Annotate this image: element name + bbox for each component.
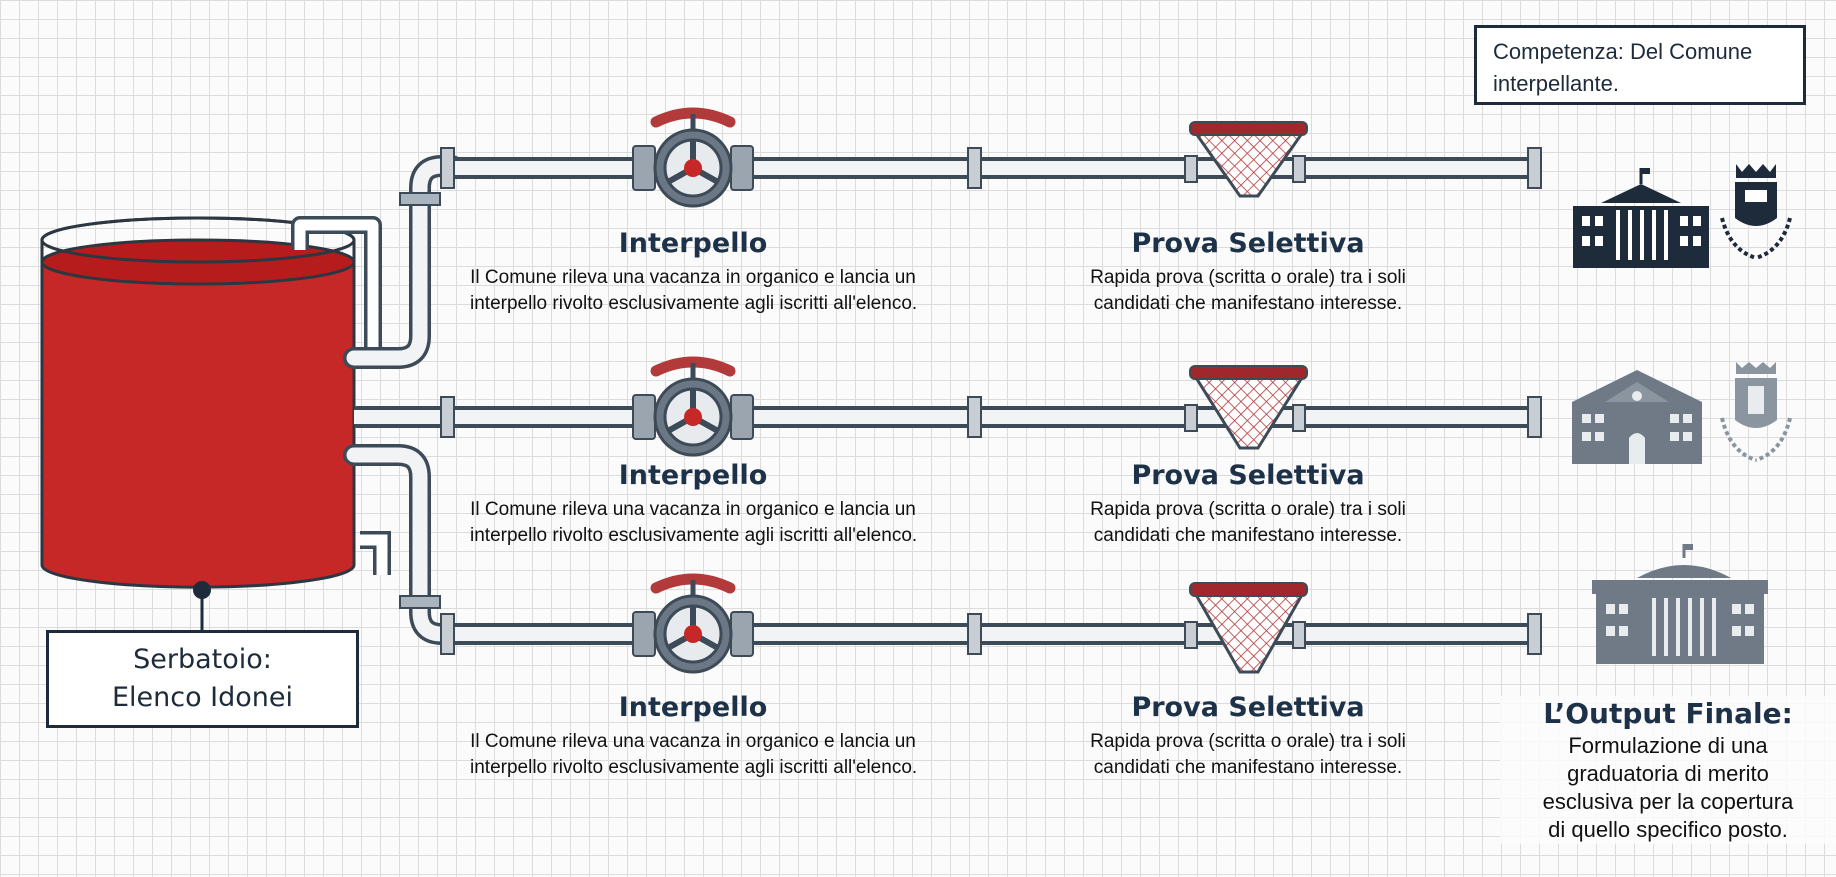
output-desc-line-4: di quello specifico posto. <box>1548 817 1788 842</box>
final-output: L’Output Finale: Formulazione di una gra… <box>1500 696 1836 844</box>
interpello-desc-line-1: Il Comune rileva una vacanza in organico… <box>470 267 916 288</box>
interpello-desc-line-2: interpello rivolto esclusivamente agli i… <box>470 525 918 546</box>
valve-icon <box>632 573 754 674</box>
prova-selettiva-desc: Rapida prova (scritta o orale) tra i sol… <box>1058 729 1438 781</box>
pipeline-row-2 <box>354 356 1542 457</box>
interpello-desc: Il Comune rileva una vacanza in organico… <box>470 265 918 317</box>
valve-icon <box>632 356 754 457</box>
valve-icon <box>632 107 754 208</box>
filter-funnel-icon <box>1184 365 1308 450</box>
filter-funnel-icon <box>1184 121 1308 198</box>
municipal-crest-icon <box>1720 164 1792 260</box>
interpello-desc: Il Comune rileva una vacanza in organico… <box>470 729 918 781</box>
interpello-desc-line-1: Il Comune rileva una vacanza in organico… <box>470 731 916 752</box>
manifold-pipes <box>343 155 463 645</box>
municipal-crest-icon <box>1720 362 1792 462</box>
tank-label-line-2: Elenco Idonei <box>111 682 294 713</box>
interpello-desc-line-2: interpello rivolto esclusivamente agli i… <box>470 757 918 778</box>
prova-desc-line-2: candidati che manifestano interesse. <box>1093 525 1403 546</box>
tank-label: Serbatoio: Elenco Idonei <box>46 630 359 728</box>
pipeline-row-3 <box>440 573 1542 674</box>
output-desc-line-2: graduatoria di merito <box>1567 761 1769 786</box>
interpello-desc: Il Comune rileva una vacanza in organico… <box>470 497 918 549</box>
city-hall-icon <box>1573 168 1709 268</box>
prova-selettiva-title: Prova Selettiva <box>1131 460 1365 491</box>
prova-selettiva-desc: Rapida prova (scritta o orale) tra i sol… <box>1058 265 1438 317</box>
interpello-title: Interpello <box>618 460 768 491</box>
filter-funnel-icon <box>1184 582 1308 674</box>
competenza-note: Competenza: Del Comune interpellante. <box>1474 25 1806 105</box>
prova-desc-line-1: Rapida prova (scritta o orale) tra i sol… <box>1090 499 1406 520</box>
prova-desc-line-1: Rapida prova (scritta o orale) tra i sol… <box>1090 731 1406 752</box>
prova-selettiva-desc: Rapida prova (scritta o orale) tra i sol… <box>1058 497 1438 549</box>
competenza-text: Competenza: Del Comune interpellante. <box>1493 39 1753 96</box>
prova-selettiva-title: Prova Selettiva <box>1131 692 1365 723</box>
palace-icon <box>1592 544 1768 664</box>
output-title: L’Output Finale: <box>1543 697 1793 730</box>
tank-label-line-1: Serbatoio: <box>133 644 272 675</box>
interpello-desc-line-2: interpello rivolto esclusivamente agli i… <box>470 293 918 314</box>
output-description: Formulazione di una graduatoria di merit… <box>1500 732 1836 844</box>
prova-desc-line-2: candidati che manifestano interesse. <box>1093 757 1403 778</box>
interpello-title: Interpello <box>618 692 768 723</box>
output-desc-line-1: Formulazione di una <box>1568 733 1768 758</box>
interpello-desc-line-1: Il Comune rileva una vacanza in organico… <box>470 499 916 520</box>
interpello-title: Interpello <box>618 228 768 259</box>
town-hall-icon <box>1572 370 1702 464</box>
prova-selettiva-title: Prova Selettiva <box>1131 228 1365 259</box>
prova-desc-line-2: candidati che manifestano interesse. <box>1093 293 1403 314</box>
prova-desc-line-1: Rapida prova (scritta o orale) tra i sol… <box>1090 267 1406 288</box>
output-desc-line-3: esclusiva per la copertura <box>1542 789 1794 814</box>
pipeline-row-1 <box>440 107 1542 208</box>
tank <box>40 216 391 632</box>
